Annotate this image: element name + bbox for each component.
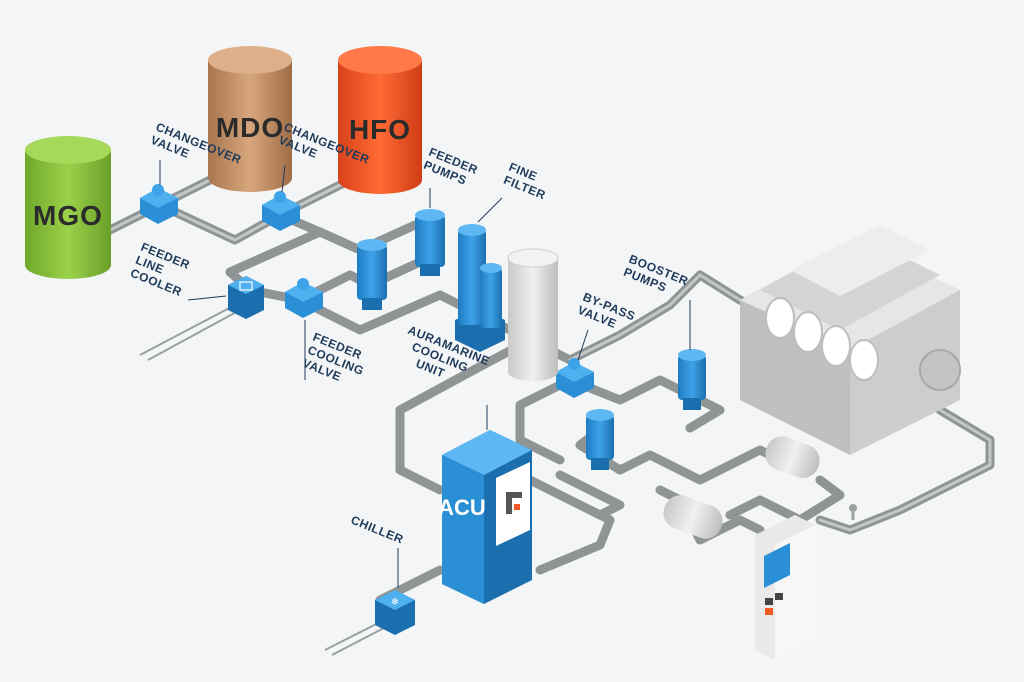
svg-text:FEEDER LINE COOLER: FEEDER LINE COOLER	[128, 240, 195, 300]
control-panel[interactable]	[755, 515, 815, 660]
label-feeder-line-cooler: FEEDER LINE COOLER	[128, 240, 227, 301]
svg-text:CHILLER: CHILLER	[349, 513, 406, 547]
snowflake-icon: ❄	[391, 597, 399, 608]
label-chiller: CHILLER	[349, 513, 406, 588]
fine-filter[interactable]	[455, 224, 505, 352]
acu-label: ACU	[438, 495, 486, 520]
svg-text:FINE FILTER: FINE FILTER	[502, 160, 553, 202]
engine[interactable]	[740, 225, 961, 455]
feeder-cooling-valve[interactable]	[285, 278, 323, 318]
panel-screen[interactable]	[764, 543, 790, 588]
mgo-tank[interactable]: MGO	[25, 136, 111, 279]
by-pass-valve[interactable]	[556, 358, 594, 398]
booster-pump-1[interactable]	[678, 349, 706, 410]
hfo-tank[interactable]: HFO	[338, 46, 422, 194]
feeder-pump-1[interactable]	[357, 239, 387, 310]
cooler-cylinder-2	[663, 495, 723, 539]
sensor	[849, 504, 857, 520]
svg-text:FEEDER COOLING VAL: FEEDER COOLING VALVE	[300, 330, 374, 393]
label-booster-pumps: BOOSTER PUMPS	[622, 252, 691, 350]
label-fine-filter: FINE FILTER	[477, 160, 553, 223]
feeder-line-cooler[interactable]	[228, 276, 264, 319]
booster-pump-2[interactable]	[586, 409, 614, 470]
cooler-cylinder-1	[765, 436, 820, 479]
chiller[interactable]: ❄	[375, 590, 415, 635]
mgo-tank-label: MGO	[33, 200, 103, 231]
feeder-pump-2[interactable]	[415, 209, 445, 276]
svg-text:FEEDER PUMPS: FEEDER PUMPS	[422, 145, 484, 192]
auramarine-cooling-unit[interactable]: ACU	[438, 430, 532, 604]
mdo-tank[interactable]: MDO	[208, 46, 292, 192]
mdo-tank-label: MDO	[216, 112, 284, 143]
changeover-valve-1[interactable]	[140, 184, 178, 224]
changeover-valve-2[interactable]	[262, 191, 300, 231]
hfo-tank-label: HFO	[349, 114, 411, 145]
heater-cylinder[interactable]	[507, 248, 559, 381]
label-feeder-pumps: FEEDER PUMPS	[422, 145, 484, 208]
